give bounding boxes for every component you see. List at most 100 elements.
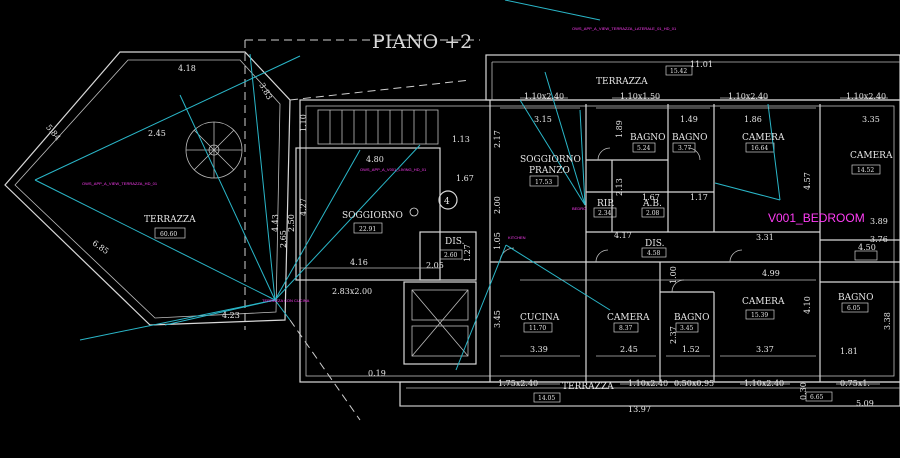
svg-text:1.10x2.40: 1.10x2.40 [744, 379, 784, 388]
area-bagno-1: 5.24 [637, 145, 651, 152]
area-camera-1: 16.64 [751, 145, 768, 152]
svg-text:6.85: 6.85 [91, 239, 111, 257]
svg-text:3.15: 3.15 [534, 115, 552, 124]
area-camera-3: 15.39 [751, 312, 768, 319]
room-soggiorno-pranzo-1: SOGGIORNO [520, 155, 581, 165]
svg-text:4.80: 4.80 [366, 155, 384, 164]
svg-text:4.10: 4.10 [803, 296, 812, 314]
svg-text:1.89: 1.89 [615, 120, 624, 138]
view-lines [34, 0, 781, 371]
label-view-left: OWS_APP_A_VIEW_TERRAZZA_HD_01 [82, 181, 158, 186]
dimension-labels: 4.18 5.84 6.85 4.23 3.83 2.45 11.01 1.10… [44, 60, 892, 414]
svg-text:3.39: 3.39 [530, 345, 548, 354]
svg-text:1.10: 1.10 [299, 114, 308, 132]
svg-text:3.38: 3.38 [883, 312, 892, 330]
area-camera-right: 14.52 [857, 167, 874, 174]
svg-text:3.31: 3.31 [756, 233, 774, 242]
dimension-lines [300, 107, 900, 407]
svg-text:4.43: 4.43 [271, 214, 280, 232]
svg-text:2.45: 2.45 [148, 129, 166, 138]
svg-text:11.01: 11.01 [690, 60, 713, 69]
svg-text:2.13: 2.13 [615, 178, 624, 196]
svg-text:4.16: 4.16 [350, 258, 368, 267]
area-terrazza-bottom: 14.05 [538, 395, 555, 402]
room-labels: TERRAZZA 60.60 SOGGIORNO 22.91 SOGGIORNO… [144, 68, 893, 402]
svg-text:2.45: 2.45 [620, 345, 638, 354]
area-dis-1: 2.60 [444, 252, 458, 259]
room-bagno-right: BAGNO [838, 293, 874, 303]
area-boxes [154, 65, 881, 403]
svg-text:0.50x0.95: 0.50x0.95 [674, 379, 714, 388]
area-cucina: 11.70 [529, 325, 546, 332]
area-soggiorno-pranzo: 17.53 [535, 179, 552, 186]
room-dis-2: DIS. [645, 239, 665, 249]
svg-text:1.10x2.40: 1.10x2.40 [846, 92, 886, 101]
area-terrazza-br: 6.65 [810, 394, 824, 401]
svg-text:1.67: 1.67 [642, 193, 660, 202]
area-terrazza-top: 15.42 [670, 68, 687, 75]
room-camera-right: CAMERA [850, 151, 893, 161]
svg-text:1.81: 1.81 [840, 347, 858, 356]
svg-text:1.10x2.40: 1.10x2.40 [524, 92, 564, 101]
unit-marker [438, 190, 458, 210]
svg-text:1.00: 1.00 [669, 266, 678, 284]
svg-text:2.00: 2.00 [493, 196, 502, 214]
svg-text:1.86: 1.86 [744, 115, 762, 124]
svg-text:1.10x2.40: 1.10x2.40 [728, 92, 768, 101]
area-bagno-3: 3.45 [680, 325, 694, 332]
svg-text:1.10x2.40: 1.10x2.40 [628, 379, 668, 388]
area-ab: 2.08 [646, 210, 660, 217]
level-symbol-icon [409, 207, 419, 217]
room-terrazza-top: TERRAZZA [596, 77, 648, 87]
label-v001-bedroom: V001_BEDROOM [768, 211, 865, 225]
svg-text:0.19: 0.19 [368, 369, 386, 378]
svg-text:1.67: 1.67 [456, 174, 474, 183]
svg-text:2.65: 2.65 [279, 230, 288, 248]
svg-text:1.27: 1.27 [463, 244, 472, 262]
svg-text:4.99: 4.99 [762, 269, 780, 278]
svg-text:1.75x2.40: 1.75x2.40 [498, 379, 538, 388]
room-camera-2: CAMERA [607, 313, 650, 323]
svg-text:3.76: 3.76 [870, 235, 888, 244]
svg-text:4.18: 4.18 [178, 64, 196, 73]
svg-text:2.17: 2.17 [493, 130, 502, 148]
svg-text:2.50: 2.50 [287, 214, 296, 232]
svg-text:2.37: 2.37 [669, 326, 678, 344]
svg-text:3.83: 3.83 [257, 81, 274, 101]
svg-text:5.84: 5.84 [44, 123, 62, 142]
room-soggiorno-pranzo-2: PRANZO [529, 166, 570, 176]
svg-text:0.75x1.: 0.75x1. [840, 379, 870, 388]
left-terrace-walls [4, 39, 480, 421]
room-bagno-1: BAGNO [630, 133, 666, 143]
label-bottom-left: TERRAZZA CON CUCINA [262, 298, 310, 303]
area-soggiorno: 22.91 [359, 226, 376, 233]
label-bedroom-small: BEDRO [572, 206, 586, 211]
room-dis-1: DIS. [445, 237, 465, 247]
room-bagno-2: BAGNO [672, 133, 708, 143]
elevator-shaft [403, 281, 477, 365]
room-cucina: CUCINA [520, 313, 560, 323]
room-camera-1: CAMERA [742, 133, 785, 143]
svg-text:3.45: 3.45 [493, 310, 502, 328]
area-dis-2: 4.58 [647, 250, 661, 257]
area-terrazza-left: 60.60 [160, 231, 177, 238]
label-kitchen: KITCHEN [508, 235, 526, 240]
room-bagno-3: BAGNO [674, 313, 710, 323]
room-terrazza-bottom: TERRAZZA [562, 382, 614, 392]
label-view-top: OWS_APP_A_VIEW_TERRAZZA_LATERALE_01_HD_0… [572, 26, 677, 31]
room-camera-3: CAMERA [742, 297, 785, 307]
svg-text:5.09: 5.09 [856, 399, 874, 408]
svg-text:1.52: 1.52 [682, 345, 700, 354]
svg-text:1.05: 1.05 [493, 232, 502, 250]
svg-text:3.89: 3.89 [870, 217, 888, 226]
svg-text:1.49: 1.49 [680, 115, 698, 124]
area-bagno-right: 6.05 [847, 305, 861, 312]
floor-title: PIANO +2 [372, 31, 472, 53]
room-terrazza-left: TERRAZZA [144, 215, 196, 225]
area-camera-2: 8.37 [619, 325, 633, 332]
svg-text:4.57: 4.57 [803, 172, 812, 190]
svg-text:3.37: 3.37 [756, 345, 774, 354]
svg-text:4.17: 4.17 [614, 231, 632, 240]
